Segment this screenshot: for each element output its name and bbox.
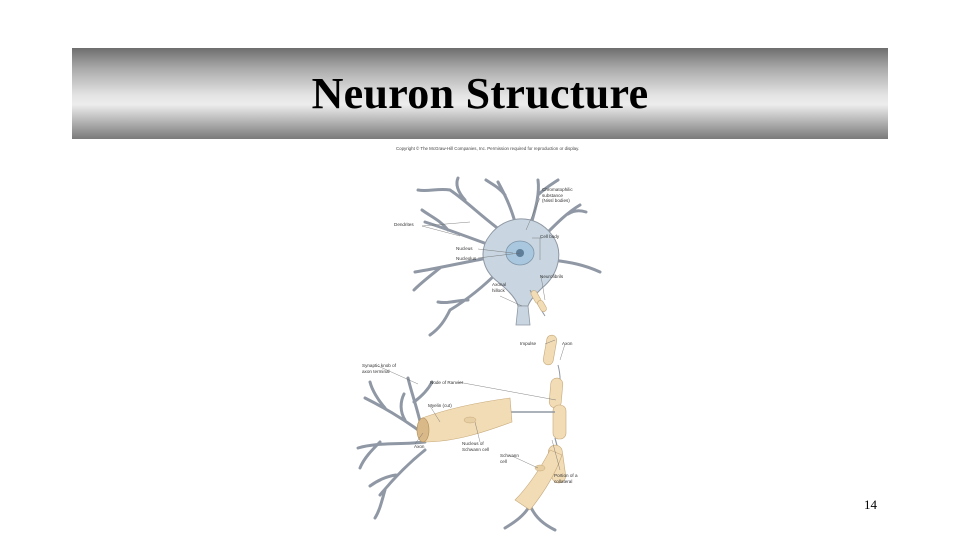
page-number: 14 xyxy=(864,497,877,512)
label-nucleus-of-schwann-cell: Nucleus of Schwann cell xyxy=(462,441,490,452)
label-myelin: Myelin (cut) xyxy=(428,403,452,408)
label-dendrites: Dendrites xyxy=(394,222,414,227)
label-impulse: Impulse xyxy=(520,341,537,346)
label-portion-of-collateral: Portion of a collateral xyxy=(554,473,578,484)
label-axonal-hillock: Axonal hillock xyxy=(492,282,507,293)
label-node-of-ranvier: Node of Ranvier xyxy=(430,380,464,385)
label-nucleolus: Nucleolus xyxy=(456,256,477,261)
label-synaptic-knob: Synaptic knob of axon terminal xyxy=(362,363,396,374)
neuron-diagram xyxy=(356,176,602,532)
copyright-notice: Copyright © The McGraw-Hill Companies, I… xyxy=(396,146,580,151)
label-schwann-cell: Schwann cell xyxy=(500,453,519,464)
neuron-illustration: Chromatophilic substance (Nissl bodies) … xyxy=(330,150,630,540)
label-axon-bottom: Axon xyxy=(414,444,425,449)
label-cell-body: Cell body xyxy=(540,234,560,239)
label-chromatophilic-substance: Chromatophilic substance (Nissl bodies) xyxy=(542,187,573,204)
slide-title: Neuron Structure xyxy=(311,69,649,118)
label-nucleus: Nucleus xyxy=(456,246,473,251)
title-banner xyxy=(72,48,888,139)
label-neurofibrils: Neurofibrils xyxy=(540,274,564,279)
label-axon-top: Axon xyxy=(562,341,573,346)
